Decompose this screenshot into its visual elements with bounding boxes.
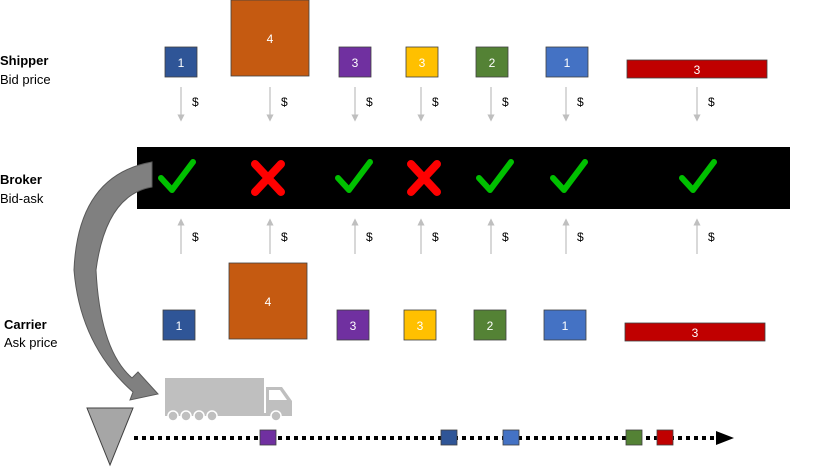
carrier-box <box>624 322 766 342</box>
carrier-box <box>473 309 507 341</box>
shipper-price-symbol: $ <box>281 95 288 109</box>
shipper-item-2: 4 <box>230 0 310 77</box>
carrier-item-5: 2 <box>473 309 507 341</box>
shipper-box <box>338 46 372 78</box>
carrier-price-symbol: $ <box>366 230 373 244</box>
carrier-item-4: 3 <box>403 309 437 341</box>
timeline-marker <box>440 429 458 446</box>
accept-check-icon <box>335 159 373 193</box>
carrier-subtitle: Ask price <box>4 335 57 350</box>
shipper-title: Shipper <box>0 53 48 68</box>
shipper-item-4: 3 <box>405 46 439 78</box>
accept-check-icon <box>679 159 717 193</box>
broker-subtitle: Bid-ask <box>0 191 44 206</box>
carrier-box <box>543 309 587 341</box>
shipper-box-label: 2 <box>489 56 496 70</box>
carrier-item-1: 1 <box>162 309 196 341</box>
reject-cross-icon <box>407 160 441 196</box>
shipper-item-5: 2 <box>475 46 509 78</box>
timeline-marker <box>502 429 520 446</box>
reject-cross-icon <box>251 160 285 196</box>
shipper-item-3: 3 <box>338 46 372 78</box>
shipper-box-label: 4 <box>267 32 274 46</box>
shipper-box-label: 1 <box>178 56 185 70</box>
carrier-item-7: 3 <box>624 322 766 342</box>
timeline-marker <box>625 429 643 446</box>
shipper-box-label: 3 <box>419 56 426 70</box>
timeline-marker <box>656 429 674 446</box>
shipper-box <box>475 46 509 78</box>
shipper-box-label: 3 <box>352 56 359 70</box>
accept-check-icon <box>476 159 514 193</box>
start-triangle <box>86 407 134 467</box>
broker-title: Broker <box>0 172 42 187</box>
carrier-price-symbol: $ <box>192 230 199 244</box>
carrier-box <box>403 309 437 341</box>
shipper-price-symbol: $ <box>366 95 373 109</box>
shipper-box <box>626 59 768 79</box>
carrier-box <box>336 309 370 341</box>
carrier-price-symbol: $ <box>708 230 715 244</box>
carrier-price-symbol: $ <box>281 230 288 244</box>
shipper-price-symbol: $ <box>432 95 439 109</box>
shipper-price-symbol: $ <box>708 95 715 109</box>
timeline-marker <box>259 429 277 446</box>
carrier-box-label: 3 <box>692 326 699 340</box>
shipper-box-label: 1 <box>564 56 571 70</box>
truck-icon <box>165 378 292 422</box>
shipper-box <box>545 46 589 78</box>
carrier-price-symbol: $ <box>502 230 509 244</box>
carrier-box <box>162 309 196 341</box>
carrier-box-label: 3 <box>417 319 424 333</box>
shipper-price-symbol: $ <box>192 95 199 109</box>
carrier-price-symbol: $ <box>432 230 439 244</box>
carrier-item-6: 1 <box>543 309 587 341</box>
accept-check-icon <box>158 159 196 193</box>
carrier-box-label: 1 <box>562 319 569 333</box>
carrier-box <box>228 262 308 340</box>
shipper-box-label: 3 <box>694 63 701 77</box>
carrier-box-label: 3 <box>350 319 357 333</box>
carrier-box-label: 4 <box>265 295 272 309</box>
shipper-item-7: 3 <box>626 59 768 79</box>
shipper-price-symbol: $ <box>502 95 509 109</box>
carrier-box-label: 2 <box>487 319 494 333</box>
carrier-item-2: 4 <box>228 262 308 340</box>
shipper-item-1: 1 <box>164 46 198 78</box>
broker-bar <box>137 147 790 209</box>
shipper-price-symbol: $ <box>577 95 584 109</box>
accept-check-icon <box>550 159 588 193</box>
shipper-item-6: 1 <box>545 46 589 78</box>
carrier-title: Carrier <box>4 317 47 332</box>
shipper-subtitle: Bid price <box>0 72 51 87</box>
shipper-box <box>230 0 310 77</box>
carrier-item-3: 3 <box>336 309 370 341</box>
timeline-arrowhead <box>716 431 734 445</box>
shipper-box <box>164 46 198 78</box>
carrier-box-label: 1 <box>176 319 183 333</box>
shipper-box <box>405 46 439 78</box>
carrier-price-symbol: $ <box>577 230 584 244</box>
curved-arrow <box>73 161 159 401</box>
